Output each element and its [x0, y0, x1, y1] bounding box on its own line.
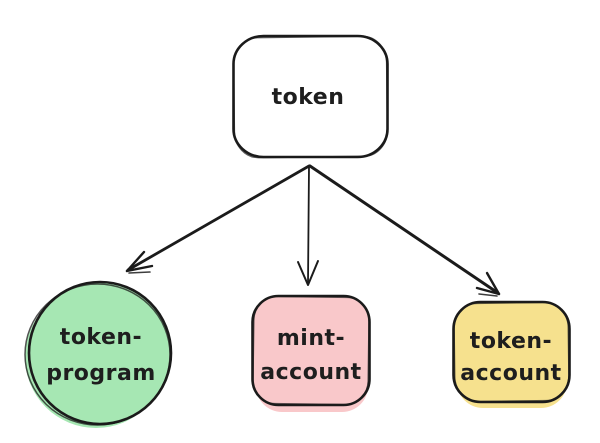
node-token-program-label-line2: program — [46, 361, 156, 386]
node-mint-account-label-line2: account — [260, 360, 361, 385]
node-mint-account: mint- account — [251, 294, 371, 412]
node-token: token — [232, 34, 389, 159]
node-token-label: token — [272, 85, 345, 110]
node-token-account: token- account — [452, 300, 571, 408]
node-token-account-label-line2: account — [460, 361, 561, 386]
node-token-program: token- program — [24, 280, 173, 428]
edge-token-to-mint-account — [297, 165, 319, 286]
token-account-sketch-overstroke — [453, 301, 570, 403]
node-token-program-label-line1: token- — [60, 325, 142, 350]
edge-token-to-token-program — [125, 164, 311, 274]
node-mint-account-label-line1: mint- — [277, 326, 345, 351]
token-program-sketch-overstroke — [24, 283, 171, 426]
mint-account-shape — [251, 294, 371, 407]
node-token-account-label-line1: token- — [470, 329, 552, 354]
token-program-shape — [27, 280, 173, 426]
mint-account-sketch-overstroke — [252, 295, 370, 406]
token-account-shape — [452, 300, 571, 404]
token-box-sketch-overstroke — [232, 35, 389, 159]
edge-token-to-token-account — [308, 164, 501, 297]
